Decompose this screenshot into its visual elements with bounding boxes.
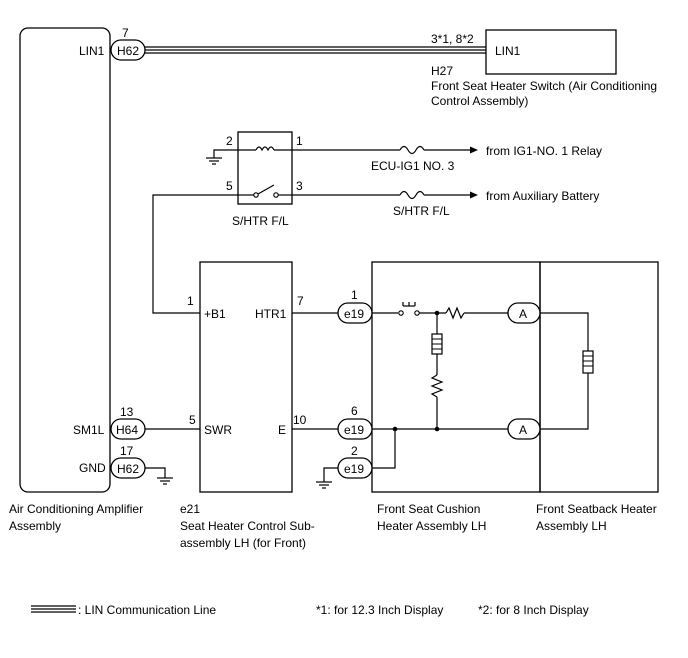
relay-pin-5: 5 bbox=[226, 179, 233, 193]
amp-pin-name-sm1l: SM1L bbox=[73, 423, 105, 437]
cushion-pin-2: 2 bbox=[351, 444, 358, 458]
amp-pin-number-13: 13 bbox=[120, 405, 134, 419]
legend-note-1: *1: for 12.3 Inch Display bbox=[316, 603, 443, 617]
cushion-label-line1: Front Seat Cushion bbox=[377, 502, 480, 516]
wire-ig1 bbox=[292, 145, 478, 155]
svg-text:H64: H64 bbox=[116, 423, 138, 437]
source-ig1-relay: from IG1-NO. 1 Relay bbox=[486, 144, 602, 158]
controller-pin-1: 1 bbox=[187, 294, 194, 308]
seatback-label-line2: Assembly LH bbox=[536, 519, 607, 533]
legend-note-2: *2: for 8 Inch Display bbox=[478, 603, 589, 617]
switch-code: H27 bbox=[431, 64, 453, 78]
relay-label: S/HTR F/L bbox=[232, 214, 289, 228]
ground-symbol-amplifier bbox=[145, 467, 173, 485]
cushion-pin-1: 1 bbox=[351, 288, 358, 302]
svg-text:A: A bbox=[519, 307, 527, 321]
svg-text:H62: H62 bbox=[117, 44, 139, 58]
svg-text:H62: H62 bbox=[117, 462, 139, 476]
controller-pin-10: 10 bbox=[293, 413, 307, 427]
relay-coil bbox=[238, 146, 292, 152]
cushion-label-line2: Heater Assembly LH bbox=[377, 519, 486, 533]
amp-pin-name-gnd: GND bbox=[79, 461, 106, 475]
switch-box bbox=[485, 29, 617, 75]
connector-e19-pin6: e19 bbox=[337, 418, 373, 440]
controller-box bbox=[199, 261, 293, 493]
controller-term-b1: +B1 bbox=[204, 307, 226, 321]
cushion-pin-6: 6 bbox=[351, 404, 358, 418]
svg-text:A: A bbox=[519, 423, 527, 437]
controller-term-htr1: HTR1 bbox=[255, 307, 287, 321]
connector-h64-sm1l: H64 bbox=[110, 418, 146, 440]
controller-pin-5: 5 bbox=[189, 413, 196, 427]
amp-pin-number-17: 17 bbox=[120, 444, 134, 458]
junction-a-bottom: A bbox=[507, 418, 541, 440]
controller-term-e: E bbox=[278, 423, 286, 437]
connector-e19-pin2: e19 bbox=[337, 457, 373, 479]
amplifier-label-line2: Assembly bbox=[9, 519, 61, 533]
lin-communication-line bbox=[145, 46, 486, 54]
amplifier-box bbox=[19, 27, 111, 493]
legend-lin-line: : LIN Communication Line bbox=[78, 603, 216, 617]
controller-code: e21 bbox=[180, 502, 200, 516]
switch-terminal: LIN1 bbox=[495, 44, 521, 58]
connector-h62-gnd: H62 bbox=[110, 457, 146, 479]
connector-e19-pin1: e19 bbox=[337, 302, 373, 324]
controller-pin-7: 7 bbox=[297, 294, 304, 308]
relay-pin-2: 2 bbox=[226, 134, 233, 148]
relay-contact bbox=[238, 184, 292, 198]
connector-h62-lin1: H62 bbox=[110, 39, 146, 61]
relay-pin-1: 1 bbox=[296, 134, 303, 148]
seatback-box bbox=[539, 261, 659, 493]
legend-lin-line-symbol bbox=[31, 605, 76, 613]
amp-pin-name-lin1: LIN1 bbox=[79, 44, 105, 58]
relay-pin-3: 3 bbox=[296, 179, 303, 193]
cushion-box bbox=[371, 261, 541, 493]
seatback-label-line1: Front Seatback Heater bbox=[536, 502, 657, 516]
svg-text:e19: e19 bbox=[344, 307, 364, 321]
ground-symbol-cushion bbox=[316, 467, 338, 489]
source-aux-battery: from Auxiliary Battery bbox=[486, 189, 599, 203]
wire-aux-battery bbox=[292, 190, 478, 200]
fuse-shtr-label: S/HTR F/L bbox=[393, 204, 450, 218]
svg-text:e19: e19 bbox=[344, 462, 364, 476]
amplifier-label-line1: Air Conditioning Amplifier bbox=[9, 502, 143, 516]
fuse-ecu-ig1-label: ECU-IG1 NO. 3 bbox=[371, 159, 455, 173]
controller-label-line1: Seat Heater Control Sub- bbox=[180, 519, 315, 533]
relay-box bbox=[237, 131, 293, 205]
amp-pin-number-7: 7 bbox=[122, 26, 129, 40]
controller-label-line2: assembly LH (for Front) bbox=[180, 536, 306, 550]
svg-text:e19: e19 bbox=[344, 423, 364, 437]
wire-relay-to-b1 bbox=[152, 194, 238, 314]
junction-a-top: A bbox=[507, 302, 541, 324]
switch-label-line1: Front Seat Heater Switch (Air Conditioni… bbox=[431, 79, 657, 93]
controller-term-swr: SWR bbox=[204, 423, 232, 437]
switch-pin-label: 3*1, 8*2 bbox=[431, 32, 474, 46]
ground-symbol-relay bbox=[206, 149, 238, 165]
cushion-internal-wiring bbox=[372, 302, 508, 469]
seatback-heater-element bbox=[540, 312, 594, 430]
switch-label-line2: Control Assembly) bbox=[431, 94, 528, 108]
